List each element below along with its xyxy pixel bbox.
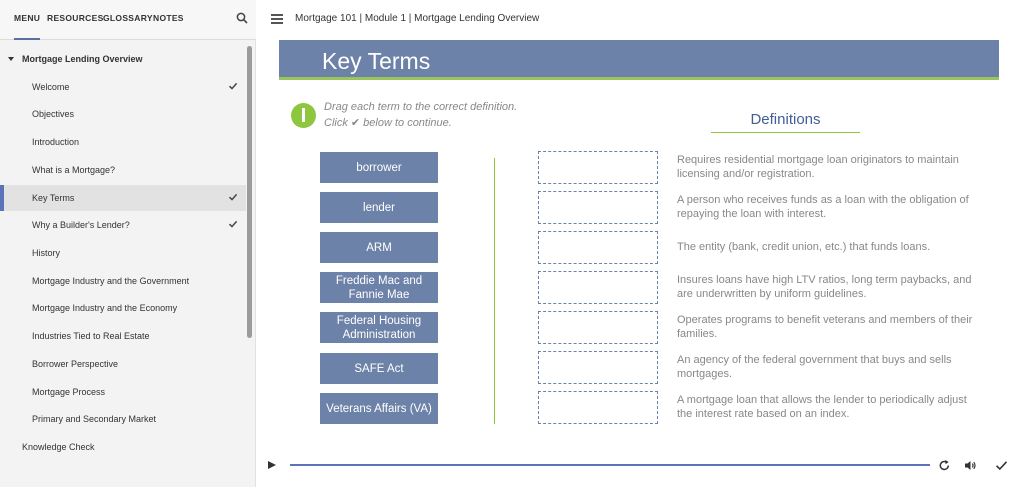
sidebar-tabs: MENU RESOURCES GLOSSARY NOTES <box>0 0 256 40</box>
sidebar-item-label: Objectives <box>32 109 75 119</box>
volume-icon[interactable] <box>964 459 977 472</box>
definition-6: An agency of the federal government that… <box>677 354 952 380</box>
tab-notes[interactable]: NOTES <box>153 13 184 23</box>
caret-down-icon <box>8 57 14 61</box>
sidebar-item-key-terms[interactable]: Key Terms <box>0 185 246 211</box>
term-freddie-mac-fannie-mae[interactable]: Freddie Mac and Fannie Mae <box>320 272 438 303</box>
sidebar-item-label: Mortgage Industry and the Government <box>32 276 190 286</box>
sidebar-item-primary-and-secondary-market[interactable]: Primary and Secondary Market <box>0 406 246 432</box>
sidebar-item-why-a-builders-lender[interactable]: Why a Builder's Lender? <box>0 212 246 238</box>
sidebar-item-label: Why a Builder's Lender? <box>32 220 130 230</box>
sidebar-item-history[interactable]: History <box>0 240 246 266</box>
sidebar-item-welcome[interactable]: Welcome <box>0 74 246 100</box>
progress-bar[interactable] <box>290 464 930 466</box>
definitions-underline <box>711 132 860 133</box>
sidebar-item-what-is-a-mortgage[interactable]: What is a Mortgage? <box>0 157 246 183</box>
search-icon[interactable] <box>236 12 248 24</box>
completed-check-icon <box>228 220 238 228</box>
page-title: Key Terms <box>322 48 431 74</box>
sidebar-item-label: Mortgage Process <box>32 387 106 397</box>
term-lender[interactable]: lender <box>320 192 438 223</box>
sidebar-item-mortgage-industry-and-the-government[interactable]: Mortgage Industry and the Government <box>0 268 246 294</box>
sidebar-item-label: Borrower Perspective <box>32 359 119 369</box>
drop-target-7[interactable] <box>538 391 658 424</box>
definition-1: Requires residential mortgage loan origi… <box>677 154 959 180</box>
sidebar-item-label: Mortgage Industry and the Economy <box>32 303 178 313</box>
definition-2: A person who receives funds as a loan wi… <box>677 194 969 220</box>
definition-7: A mortgage loan that allows the lender t… <box>677 394 967 420</box>
instruction-line-1: Drag each term to the correct definition… <box>324 101 518 113</box>
drop-target-3[interactable] <box>538 231 658 264</box>
sidebar-item-knowledge-check[interactable]: Knowledge Check <box>0 434 246 460</box>
tab-resources[interactable]: RESOURCES <box>47 13 104 23</box>
term-federal-housing-administration[interactable]: Federal Housing Administration <box>320 312 438 343</box>
completed-check-icon <box>228 82 238 90</box>
sidebar-section-mortgage-lending-overview[interactable]: Mortgage Lending Overview <box>0 46 246 72</box>
sidebar-item-introduction[interactable]: Introduction <box>0 129 246 155</box>
sidebar-item-label: Welcome <box>32 82 70 92</box>
definitions-heading: Definitions <box>750 111 821 128</box>
term-veterans-affairs[interactable]: Veterans Affairs (VA) <box>320 393 438 424</box>
sidebar-item-label: Industries Tied to Real Estate <box>32 331 150 341</box>
play-icon[interactable] <box>268 461 276 469</box>
instruction-line-2: Click ✔ below to continue. <box>324 117 452 129</box>
column-divider <box>494 158 495 424</box>
sidebar-item-mortgage-process[interactable]: Mortgage Process <box>0 379 246 405</box>
sidebar-item-industries-tied-to-real-estate[interactable]: Industries Tied to Real Estate <box>0 323 246 349</box>
drop-target-2[interactable] <box>538 191 658 224</box>
tab-glossary[interactable]: GLOSSARY <box>103 13 153 23</box>
sidebar: MENU RESOURCES GLOSSARY NOTES Mortgage L… <box>0 0 256 487</box>
breadcrumb: Mortgage 101 | Module 1 | Mortgage Lendi… <box>295 13 540 24</box>
drop-target-5[interactable] <box>538 311 658 344</box>
sidebar-section-label: Mortgage Lending Overview <box>22 54 143 64</box>
sidebar-item-label: History <box>32 248 61 258</box>
definition-3: The entity (bank, credit union, etc.) th… <box>677 241 931 253</box>
hamburger-menu-icon[interactable] <box>271 14 283 24</box>
term-borrower[interactable]: borrower <box>320 152 438 183</box>
term-arm[interactable]: ARM <box>320 232 438 263</box>
sidebar-item-label: Knowledge Check <box>22 442 95 452</box>
drop-target-6[interactable] <box>538 351 658 384</box>
drop-target-1[interactable] <box>538 151 658 184</box>
tab-menu[interactable]: MENU <box>14 13 41 40</box>
drop-target-4[interactable] <box>538 271 658 304</box>
info-icon <box>291 103 316 128</box>
submit-check-icon[interactable] <box>995 459 1008 472</box>
sidebar-item-label: What is a Mortgage? <box>32 165 116 175</box>
term-safe-act[interactable]: SAFE Act <box>320 353 438 384</box>
sidebar-item-label: Introduction <box>32 137 80 147</box>
sidebar-item-objectives[interactable]: Objectives <box>0 101 246 127</box>
sidebar-item-mortgage-industry-and-the-economy[interactable]: Mortgage Industry and the Economy <box>0 295 246 321</box>
sidebar-scrollbar[interactable] <box>247 46 252 338</box>
sidebar-item-borrower-perspective[interactable]: Borrower Perspective <box>0 351 246 377</box>
sidebar-item-label: Primary and Secondary Market <box>32 414 157 424</box>
definition-4: Insures loans have high LTV ratios, long… <box>677 274 972 300</box>
definition-5: Operates programs to benefit veterans an… <box>677 314 973 340</box>
replay-icon[interactable] <box>938 459 951 472</box>
completed-check-icon <box>228 193 238 201</box>
slide-banner: Key Terms <box>279 40 999 80</box>
sidebar-item-label: Key Terms <box>32 193 75 203</box>
